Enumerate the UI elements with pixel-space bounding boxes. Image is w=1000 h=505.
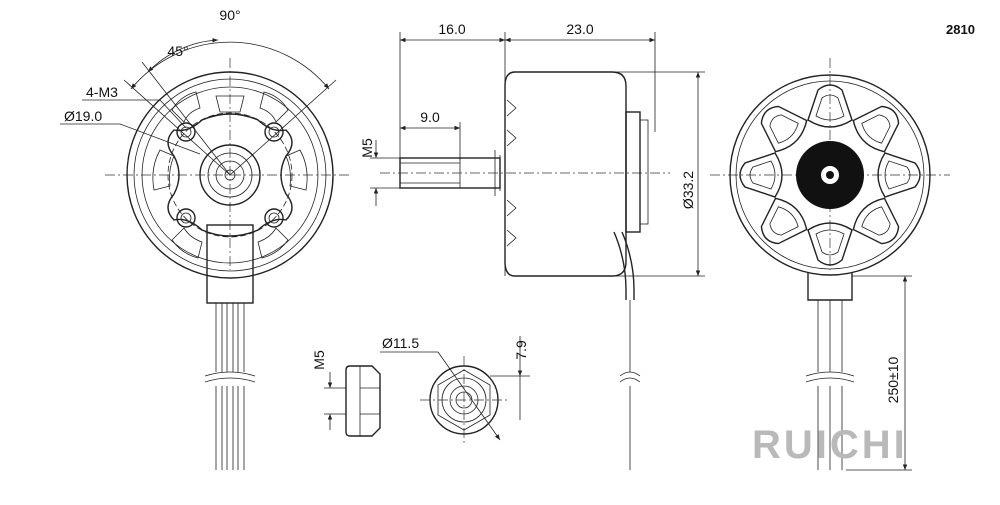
nut-diameter-label: Ø11.5: [382, 335, 419, 351]
shaft-length-label: 16.0: [438, 21, 465, 37]
angle-45-label: 45°: [167, 43, 188, 59]
body-length-label: 23.0: [566, 21, 593, 37]
nut-thread-label: M5: [311, 350, 327, 370]
shaft-flat-label: 9.0: [420, 109, 440, 125]
brand-watermark: RUICHI: [752, 423, 908, 467]
front-view: 90° 45° 4-M3 Ø19.0: [60, 7, 350, 470]
rear-windings: [739, 84, 921, 266]
nut-side-view: M5: [311, 350, 381, 437]
angle-90-label: 90°: [219, 7, 240, 23]
side-view: 16.0 23.0 9.0 M5 Ø33.2: [359, 21, 705, 470]
body-diameter-label: Ø33.2: [680, 171, 696, 209]
shaft-thread-label: M5: [359, 138, 375, 158]
front-outer-rim: [126, 71, 334, 279]
nut-front-view: Ø11.5 7.9: [380, 335, 530, 446]
mount-holes-label: 4-M3: [86, 84, 118, 100]
rear-view: 250±10: [710, 58, 950, 471]
mount-circle-label: Ø19.0: [64, 108, 102, 124]
model-number: 2810: [946, 22, 975, 37]
nut-height-label: 7.9: [513, 340, 529, 360]
rear-outer-rim: [729, 74, 931, 276]
lead-length-label: 250±10: [885, 356, 901, 403]
